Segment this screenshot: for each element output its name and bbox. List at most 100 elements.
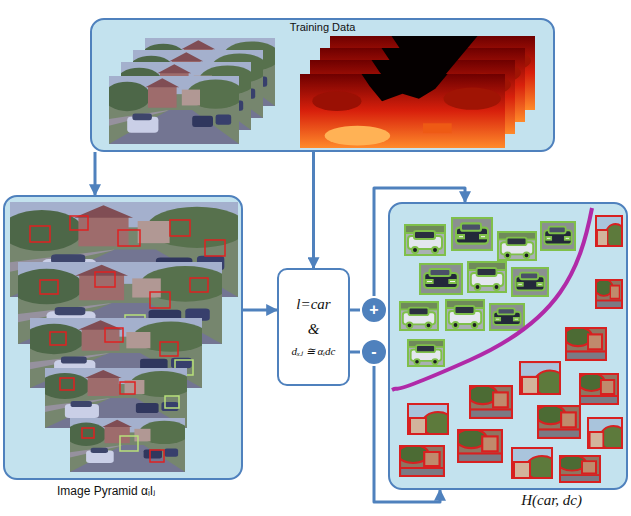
patch-border xyxy=(490,304,524,330)
pyramid-level xyxy=(39,368,192,428)
patch-border xyxy=(541,222,575,250)
scene-image xyxy=(140,38,280,106)
background-patch xyxy=(408,404,454,436)
depth-image xyxy=(310,60,515,134)
background-patch xyxy=(558,455,600,482)
patch-border xyxy=(512,448,552,478)
window-box xyxy=(125,315,145,331)
background-patch xyxy=(512,448,558,480)
negative-patches xyxy=(398,216,627,482)
patch-border xyxy=(400,302,438,330)
window-box xyxy=(105,328,123,342)
car-patch xyxy=(498,232,536,260)
background-patch xyxy=(588,418,627,450)
condition-text: dₓⱼ ≅ αᵢdc xyxy=(292,345,336,359)
window-box xyxy=(165,396,179,408)
car-patch xyxy=(541,222,575,250)
patch-border xyxy=(408,404,448,434)
patch-border xyxy=(566,328,606,360)
window-box xyxy=(160,342,178,356)
car-patch xyxy=(490,304,524,330)
patch-border xyxy=(400,446,444,476)
pyramid-level xyxy=(23,318,209,388)
window-box xyxy=(205,240,225,256)
patch-border xyxy=(538,406,580,438)
window-box xyxy=(40,280,58,294)
window-box xyxy=(150,292,170,308)
sign-label: + xyxy=(369,302,378,318)
car-patch xyxy=(512,268,548,296)
patch-border xyxy=(452,218,492,250)
patch-border xyxy=(520,362,560,394)
background-patch xyxy=(564,327,606,360)
window-box xyxy=(190,278,208,292)
patch-border xyxy=(420,264,462,294)
condition-box: l=car & dₓⱼ ≅ αᵢdc xyxy=(277,268,350,386)
car-patch xyxy=(468,262,506,292)
window-box xyxy=(95,272,115,287)
window-box xyxy=(120,436,138,451)
pyramid-panel: Image Pyramid αᵢIⱼ xyxy=(3,195,243,480)
training-images xyxy=(104,38,280,144)
window-box xyxy=(50,332,66,345)
background-patch xyxy=(456,429,502,462)
car-patch xyxy=(452,218,492,250)
patch-border xyxy=(512,268,548,296)
car-patch xyxy=(405,225,445,255)
patch-border xyxy=(468,262,506,292)
background-patch xyxy=(595,279,622,308)
image-pyramid xyxy=(1,202,247,472)
pyramid-level xyxy=(1,202,247,297)
background-patch xyxy=(596,216,626,248)
panel-label: H(car, dc) xyxy=(521,491,582,510)
patch-border xyxy=(470,386,512,418)
pyramid-level xyxy=(10,262,230,344)
background-patch xyxy=(520,362,566,396)
window-box xyxy=(70,216,88,230)
flow-connector xyxy=(350,309,360,312)
decision-boundary xyxy=(392,208,592,390)
depth-image xyxy=(320,48,525,122)
background-patch xyxy=(468,385,512,418)
car-patch xyxy=(400,302,438,330)
window-box xyxy=(175,360,193,375)
negative-circle: - xyxy=(360,338,388,366)
positive-circle: + xyxy=(360,296,388,324)
window-box xyxy=(120,382,135,394)
patch-border xyxy=(498,232,536,260)
window-box xyxy=(170,220,190,236)
label-holder: H(car, dc) xyxy=(521,491,582,510)
label-holder: Image Pyramid αᵢIⱼ xyxy=(57,484,155,499)
window-box xyxy=(150,450,164,462)
background-patch xyxy=(578,373,618,404)
patch-border xyxy=(458,430,502,462)
patch-border xyxy=(588,418,622,448)
patch-border xyxy=(560,456,600,482)
positive-patches xyxy=(400,218,575,366)
window-box xyxy=(82,428,94,438)
flow-connector xyxy=(243,309,277,312)
condition-text: l=car xyxy=(296,295,330,314)
pyramid-level xyxy=(65,418,189,472)
data-panel: Training Data xyxy=(90,18,555,152)
scene-image xyxy=(128,50,268,118)
depth-image xyxy=(300,74,505,148)
car-patch xyxy=(408,340,444,366)
patch-border xyxy=(596,280,622,308)
background-patch xyxy=(398,445,444,476)
window-box xyxy=(60,378,74,390)
patch-border xyxy=(580,374,618,404)
patch-border xyxy=(408,340,444,366)
flow-connector xyxy=(94,152,97,195)
depth-maps xyxy=(300,36,535,148)
depth-image xyxy=(330,36,535,110)
flow-connector xyxy=(312,152,315,268)
car-patch xyxy=(420,264,462,294)
window-box xyxy=(30,226,50,242)
car-patch xyxy=(446,300,484,330)
sign-label: - xyxy=(371,344,376,360)
condition-text: & xyxy=(308,320,320,339)
